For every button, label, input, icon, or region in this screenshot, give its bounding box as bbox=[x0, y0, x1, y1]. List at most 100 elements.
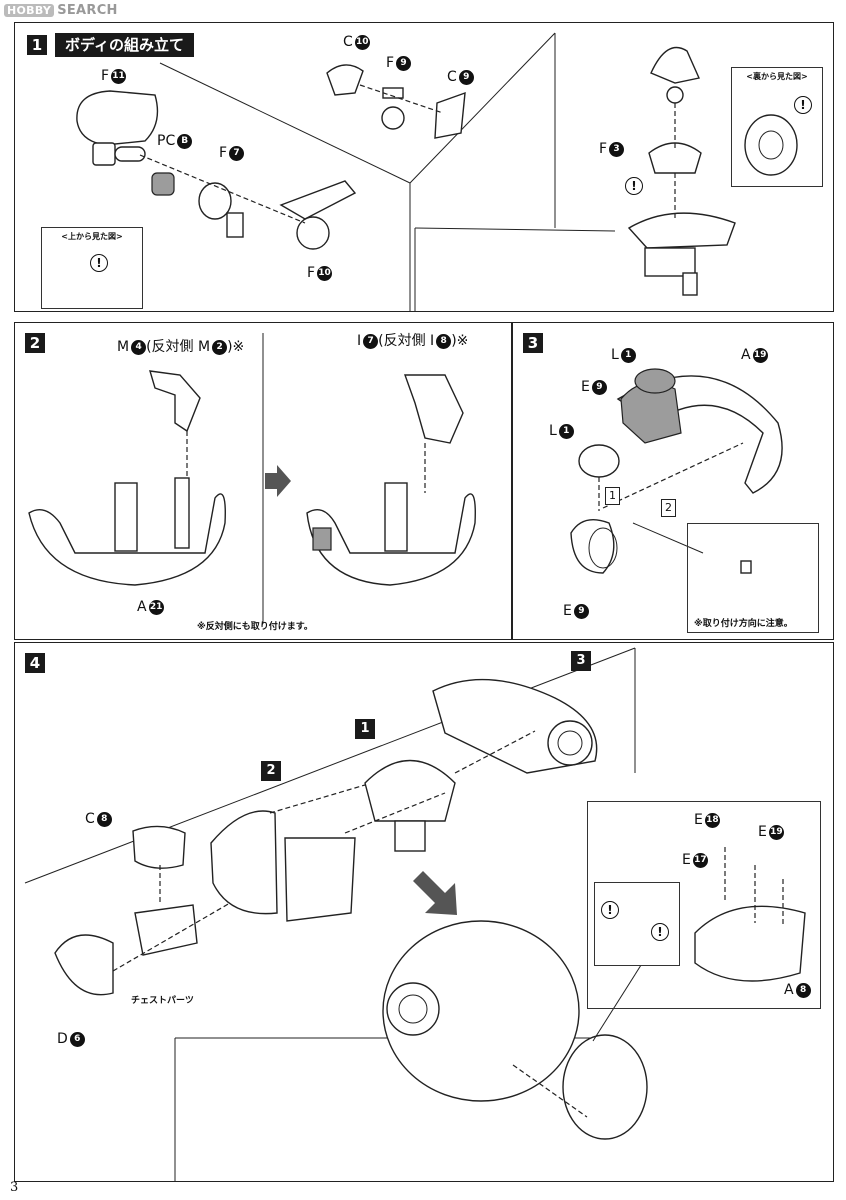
inset-box: ! ! bbox=[594, 882, 680, 966]
label-e-letter: E bbox=[758, 824, 767, 840]
watermark-logo: HOBBY bbox=[4, 4, 55, 17]
label-f11-circle: 11 bbox=[111, 68, 127, 84]
top-view-title: <上から見た図> bbox=[61, 232, 123, 241]
step2-illustration bbox=[28, 333, 476, 623]
label-f9-circle: 9 bbox=[396, 55, 412, 71]
step1-title: ボディの組み立て bbox=[55, 33, 194, 57]
label-l-letter: L bbox=[549, 423, 557, 439]
label-f7-letter: F bbox=[219, 145, 228, 161]
step1-number: 1 bbox=[27, 35, 47, 55]
label-a-letter: A bbox=[137, 599, 147, 615]
step4-illustration bbox=[24, 647, 806, 1181]
label-e-letter: E bbox=[563, 603, 572, 619]
seq-1: 1 bbox=[605, 487, 620, 505]
step3-illustration bbox=[570, 368, 783, 574]
label-a-circle: 21 bbox=[148, 599, 164, 615]
label-e-circle: 18 bbox=[704, 812, 720, 828]
watermark-text: SEARCH bbox=[57, 3, 118, 18]
step2-number: 2 bbox=[25, 333, 45, 353]
label-a-circle: 19 bbox=[752, 347, 768, 363]
label-c10-letter: C bbox=[343, 34, 353, 50]
warning-icon: ! bbox=[625, 177, 643, 195]
back-view-title: <裏から見た図> bbox=[746, 72, 808, 81]
label-a-letter: A bbox=[784, 982, 794, 998]
top-view-box: <上から見た図> ! bbox=[41, 227, 143, 309]
step1-illustration bbox=[62, 32, 798, 311]
ref-step1: 1 bbox=[355, 719, 375, 739]
label-m-opposite: (反対側 M bbox=[146, 339, 211, 355]
orientation-note-box: ※取り付け方向に注意。 bbox=[687, 523, 819, 633]
label-f3-circle: 3 bbox=[609, 141, 625, 157]
label-i-opposite: (反対側 I bbox=[378, 333, 435, 349]
step4-number: 4 bbox=[25, 653, 45, 673]
ref-step2: 2 bbox=[261, 761, 281, 781]
step3-note: ※取り付け方向に注意。 bbox=[694, 619, 793, 629]
label-i-end: )※ bbox=[451, 333, 469, 349]
label-f3-letter: F bbox=[599, 141, 608, 157]
step3-number: 3 bbox=[523, 333, 543, 353]
label-c9-circle: 9 bbox=[458, 69, 474, 85]
warning-icon: ! bbox=[90, 254, 108, 272]
label-d-letter: D bbox=[57, 1031, 68, 1047]
label-f7-circle: 7 bbox=[229, 145, 245, 161]
label-e-letter: E bbox=[682, 852, 691, 868]
label-f10-letter: F bbox=[307, 265, 316, 281]
label-e-circle: 9 bbox=[573, 603, 589, 619]
label-c10-circle: 10 bbox=[354, 34, 370, 50]
warning-icon: ! bbox=[794, 96, 812, 114]
page-number: 3 bbox=[10, 1180, 19, 1195]
back-view-box: <裏から見た図> ! bbox=[731, 67, 823, 187]
label-m-letter: M bbox=[117, 339, 130, 355]
label-c9-letter: C bbox=[447, 69, 457, 85]
label-e-letter: E bbox=[694, 812, 703, 828]
chest-parts-label: チェストパーツ bbox=[131, 996, 194, 1006]
label-l-letter: L bbox=[611, 347, 619, 363]
label-l-circle: 1 bbox=[620, 347, 636, 363]
label-a-letter: A bbox=[741, 347, 751, 363]
label-m-circle: 4 bbox=[131, 339, 147, 355]
label-c-letter: C bbox=[85, 811, 95, 827]
label-pcb-circle: B bbox=[177, 133, 193, 149]
label-e-circle: 17 bbox=[692, 852, 708, 868]
label-e-circle: 19 bbox=[768, 824, 784, 840]
label-e-circle: 9 bbox=[591, 379, 607, 395]
seq-2: 2 bbox=[661, 499, 676, 517]
label-i-circle: 7 bbox=[363, 333, 379, 349]
label-a-circle: 8 bbox=[795, 982, 811, 998]
ref-step3: 3 bbox=[571, 651, 591, 671]
warning-icon: ! bbox=[651, 923, 669, 941]
step2-note: ※反対側にも取り付けます。 bbox=[197, 622, 313, 632]
label-f11-letter: F bbox=[101, 68, 110, 84]
label-m-opposite-circle: 2 bbox=[212, 339, 228, 355]
warning-icon: ! bbox=[601, 901, 619, 919]
label-f9-letter: F bbox=[386, 55, 395, 71]
label-e-letter: E bbox=[581, 379, 590, 395]
label-m-end: )※ bbox=[227, 339, 245, 355]
label-l-circle: 1 bbox=[558, 423, 574, 439]
